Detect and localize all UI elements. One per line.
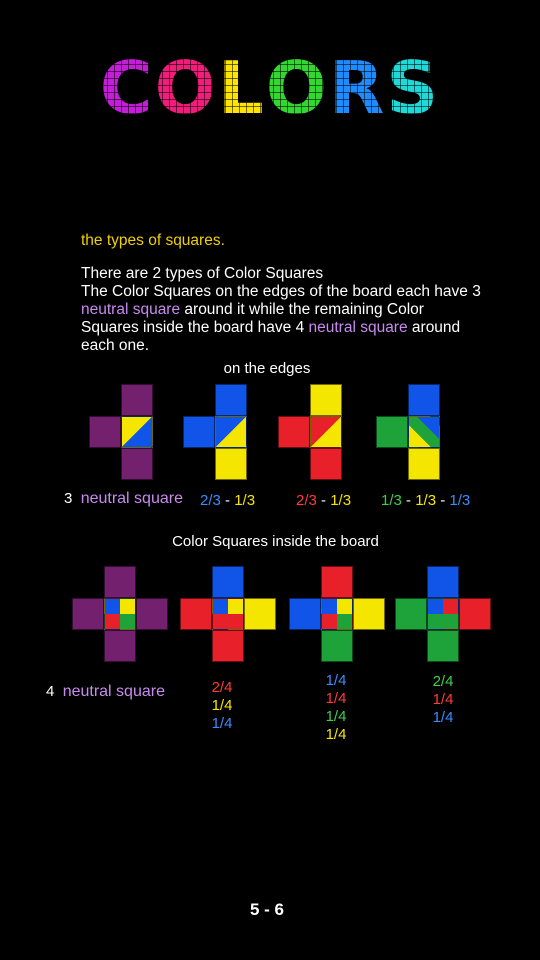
fraction: 1/3 [330, 492, 352, 509]
green-square [321, 630, 353, 662]
neutral-square [104, 566, 136, 598]
blue-square [427, 566, 459, 598]
blue-square [215, 384, 247, 416]
inside-fractions-3: 1/4 1/4 1/4 1/4 [316, 672, 356, 744]
blue-square [408, 384, 440, 416]
neutral-square [104, 630, 136, 662]
neutral-square-label: neutral square [80, 490, 183, 507]
inside-fractions-4: 2/4 1/4 1/4 [423, 673, 463, 727]
neutral-square-highlight: neutral square [308, 319, 408, 336]
inside-heading: Color Squares inside the board [172, 533, 379, 550]
red-square [180, 598, 212, 630]
edge-fraction-blue: 2/3 - 1/3 [200, 492, 255, 509]
separator: - [436, 492, 450, 509]
separator: - [401, 492, 416, 509]
title-letter: R [328, 46, 387, 130]
title-letter: S [386, 46, 441, 130]
center-square [212, 598, 244, 630]
green-square [395, 598, 427, 630]
yellow-square [215, 448, 247, 480]
center-square [321, 598, 353, 630]
center-square [121, 416, 153, 448]
intro-line: each one. [81, 337, 150, 354]
inside-fractions-2: 2/4 1/4 1/4 [202, 679, 242, 733]
inside-neutral-count: 4 neutral square [46, 683, 165, 701]
count-text: 4 [46, 683, 55, 700]
red-square [459, 598, 491, 630]
green-square [427, 630, 459, 662]
intro-text: Squares inside the board have 4 [81, 319, 305, 336]
separator: - [220, 492, 235, 509]
fraction: 1/4 [432, 709, 454, 726]
fraction: 1/4 [325, 672, 347, 689]
separator: - [316, 492, 331, 509]
center-square [408, 416, 440, 448]
page-indicator: 5 - 6 [249, 900, 285, 919]
intro-paragraph: There are 2 types of Color Squares The C… [81, 265, 521, 355]
intro-line: The Color Squares on the edges of the bo… [81, 283, 481, 300]
blue-square [212, 566, 244, 598]
edge-fraction-red: 2/3 - 1/3 [296, 492, 351, 509]
red-square [212, 630, 244, 662]
yellow-square [353, 598, 385, 630]
center-square [215, 416, 247, 448]
yellow-square [244, 598, 276, 630]
fraction: 1/4 [211, 697, 233, 714]
intro-line: Squares inside the board have 4 neutral … [81, 319, 521, 337]
title-letter: L [217, 46, 266, 130]
blue-square [183, 416, 215, 448]
center-square [427, 598, 459, 630]
edges-neutral-count: 3 neutral square [64, 490, 183, 508]
red-square [278, 416, 310, 448]
neutral-square [121, 384, 153, 416]
red-square [310, 448, 342, 480]
neutral-square [72, 598, 104, 630]
fraction: 1/4 [325, 726, 347, 743]
center-square [104, 598, 136, 630]
neutral-square [89, 416, 121, 448]
intro-line: neutral square around it while the remai… [81, 301, 521, 319]
edges-heading: on the edges [223, 360, 311, 377]
fraction: 1/4 [325, 708, 347, 725]
intro-text: around it while the remaining Color [184, 301, 424, 318]
neutral-square-label: neutral square [62, 683, 165, 700]
title-letter: C [99, 46, 155, 130]
yellow-square [408, 448, 440, 480]
fraction: 1/3 [449, 492, 471, 509]
fraction: 1/3 [381, 492, 402, 509]
intro-line: There are 2 types of Color Squares [81, 265, 324, 282]
neutral-square-highlight: neutral square [81, 301, 181, 318]
title-letter: O [154, 46, 218, 130]
colors-title: COLORS [0, 48, 540, 128]
center-square [310, 416, 342, 448]
fraction: 2/3 [296, 492, 317, 509]
red-square [321, 566, 353, 598]
neutral-square [136, 598, 168, 630]
fraction: 1/4 [432, 691, 454, 708]
count-text: 3 [64, 490, 73, 507]
intro-text: around [411, 319, 461, 336]
fraction: 1/3 [415, 492, 437, 509]
title-letter: O [265, 46, 329, 130]
blue-square [289, 598, 321, 630]
section-heading: the types of squares. [81, 232, 225, 249]
fraction: 1/3 [234, 492, 256, 509]
fraction: 2/4 [211, 679, 233, 696]
fraction: 1/4 [325, 690, 347, 707]
fraction: 2/4 [432, 673, 454, 690]
fraction: 1/4 [211, 715, 233, 732]
neutral-square [121, 448, 153, 480]
yellow-square [310, 384, 342, 416]
green-square [376, 416, 408, 448]
edge-fraction-green: 1/3 - 1/3 - 1/3 [381, 492, 470, 509]
fraction: 2/3 [200, 492, 221, 509]
